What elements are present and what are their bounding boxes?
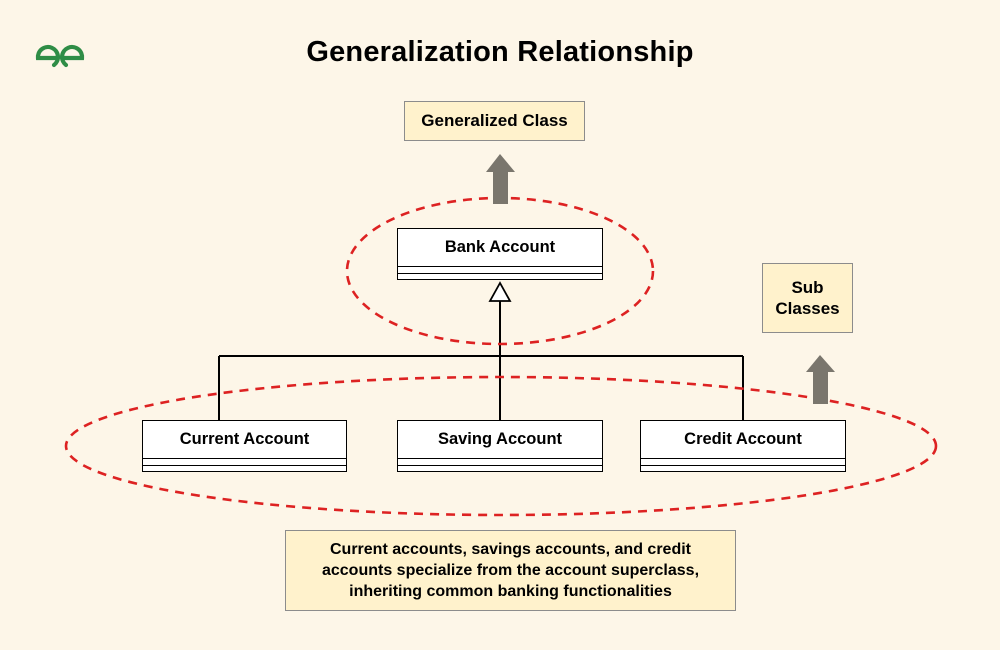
attributes-section <box>398 267 602 274</box>
attributes-section <box>641 459 845 466</box>
operations-section <box>398 274 602 279</box>
sub-classes-label: Sub Classes <box>762 263 853 333</box>
generalized-class-label: Generalized Class <box>404 101 585 141</box>
subclasses-ellipse <box>64 375 938 517</box>
class-name: Current Account <box>143 421 346 459</box>
class-name: Saving Account <box>398 421 602 459</box>
class-saving-account: Saving Account <box>397 420 603 472</box>
class-name: Credit Account <box>641 421 845 459</box>
class-current-account: Current Account <box>142 420 347 472</box>
attributes-section <box>143 459 346 466</box>
diagram-title: Generalization Relationship <box>306 36 694 68</box>
class-name: Bank Account <box>398 229 602 267</box>
inheritance-triangle-icon <box>488 281 512 302</box>
geeksforgeeks-logo <box>35 44 85 68</box>
up-arrow-icon <box>806 355 835 404</box>
explanation-note: Current accounts, savings accounts, and … <box>285 530 736 611</box>
up-arrow-icon <box>486 154 515 204</box>
operations-section <box>641 466 845 471</box>
inheritance-connectors <box>218 301 744 420</box>
attributes-section <box>398 459 602 466</box>
class-bank-account: Bank Account <box>397 228 603 280</box>
class-credit-account: Credit Account <box>640 420 846 472</box>
operations-section <box>398 466 602 471</box>
operations-section <box>143 466 346 471</box>
